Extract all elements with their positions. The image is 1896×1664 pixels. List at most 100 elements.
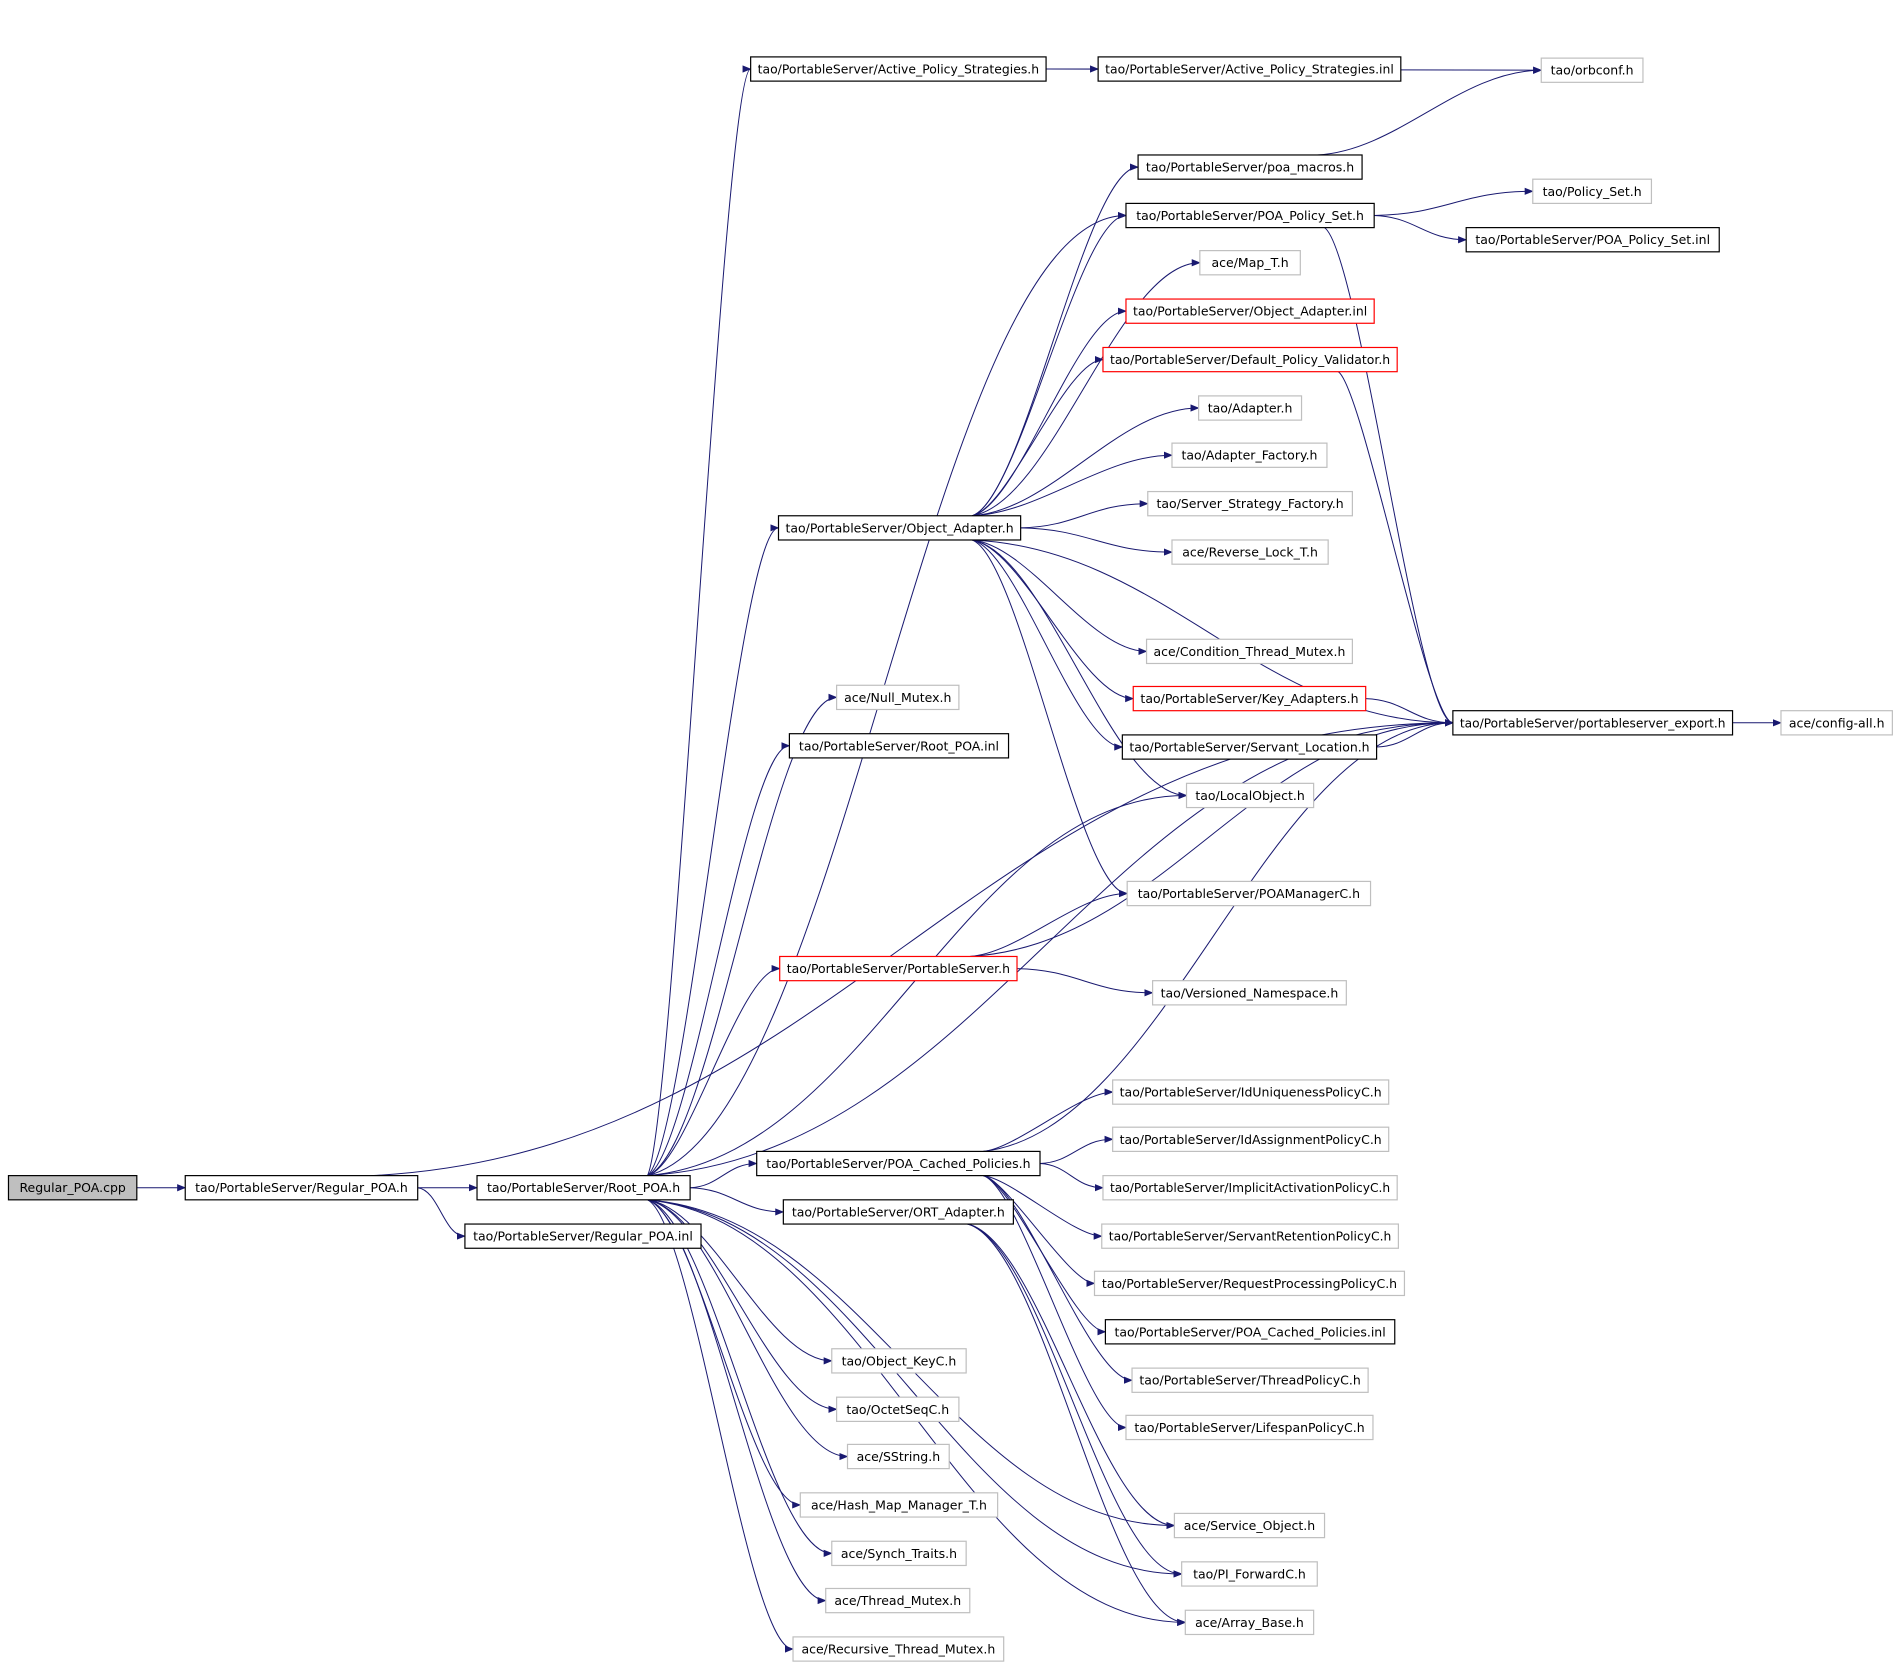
node-poa-cached-policies-h[interactable]: tao/PortableServer/POA_Cached_Policies.h xyxy=(756,1150,1041,1177)
node-box[interactable] xyxy=(464,1223,702,1249)
node-box[interactable] xyxy=(1780,710,1893,736)
node-adapter-factory-h[interactable]: tao/Adapter_Factory.h xyxy=(1171,442,1328,468)
node-box[interactable] xyxy=(1097,56,1402,82)
node-box[interactable] xyxy=(777,515,1022,541)
node-box[interactable] xyxy=(836,684,960,711)
node-box[interactable] xyxy=(1185,782,1315,809)
node-recursive-thread-mutex-h[interactable]: ace/Recursive_Thread_Mutex.h xyxy=(792,1636,1005,1662)
node-servantretentionpolicyc-h[interactable]: tao/PortableServer/ServantRetentionPolic… xyxy=(1101,1223,1399,1249)
node-poa-macros-h[interactable]: tao/PortableServer/poa_macros.h xyxy=(1137,154,1363,180)
node-box[interactable] xyxy=(1132,685,1367,712)
node-box[interactable] xyxy=(1104,1319,1396,1345)
node-service-object-h[interactable]: ace/Service_Object.h xyxy=(1173,1512,1326,1539)
node-policy-set-h[interactable]: tao/Policy_Set.h xyxy=(1532,178,1653,205)
node-iduniquenesspolicyc-h[interactable]: tao/PortableServer/IdUniquenessPolicyC.h xyxy=(1112,1079,1390,1105)
node-box[interactable] xyxy=(1101,1223,1399,1249)
node-root-poa-h[interactable]: tao/PortableServer/Root_POA.h xyxy=(476,1175,691,1201)
node-object-keyc-h[interactable]: tao/Object_KeyC.h xyxy=(831,1348,967,1374)
node-array-base-h[interactable]: ace/Array_Base.h xyxy=(1184,1609,1315,1636)
node-active-policy-strategies-inl[interactable]: tao/PortableServer/Active_Policy_Strateg… xyxy=(1097,56,1402,82)
node-poa-cached-policies-inl[interactable]: tao/PortableServer/POA_Cached_Policies.i… xyxy=(1104,1319,1396,1345)
node-regular-poa-inl[interactable]: tao/PortableServer/Regular_POA.inl xyxy=(464,1223,702,1249)
node-adapter-h[interactable]: tao/Adapter.h xyxy=(1198,395,1303,421)
node-box[interactable] xyxy=(1131,1367,1369,1393)
node-box[interactable] xyxy=(1102,1175,1398,1201)
node-box[interactable] xyxy=(1112,1079,1390,1105)
node-server-strategy-factory-h[interactable]: tao/Server_Strategy_Factory.h xyxy=(1147,490,1353,517)
node-box[interactable] xyxy=(1540,57,1644,83)
node-box[interactable] xyxy=(1147,490,1353,517)
node-box[interactable] xyxy=(1184,1609,1315,1636)
node-hash-map-manager-t-h[interactable]: ace/Hash_Map_Manager_T.h xyxy=(799,1492,999,1518)
node-box[interactable] xyxy=(756,1150,1041,1177)
node-lifespanpolicyc-h[interactable]: tao/PortableServer/LifespanPolicyC.h xyxy=(1125,1414,1374,1441)
node-box[interactable] xyxy=(1145,638,1353,665)
node-box[interactable] xyxy=(792,1636,1005,1662)
node-box[interactable] xyxy=(846,1443,950,1470)
node-box[interactable] xyxy=(788,733,1010,759)
node-null-mutex-h[interactable]: ace/Null_Mutex.h xyxy=(836,684,960,711)
node-versioned-namespace-h[interactable]: tao/Versioned_Namespace.h xyxy=(1152,980,1347,1006)
node-requestprocessingpolicyc-h[interactable]: tao/PortableServer/RequestProcessingPoli… xyxy=(1093,1270,1406,1297)
node-box[interactable] xyxy=(1137,154,1363,180)
node-box[interactable] xyxy=(1532,178,1653,205)
node-box[interactable] xyxy=(836,1396,960,1422)
node-box[interactable] xyxy=(750,56,1047,82)
node-servant-location-h[interactable]: tao/PortableServer/Servant_Location.h xyxy=(1121,734,1378,760)
node-object-adapter-inl[interactable]: tao/PortableServer/Object_Adapter.inl xyxy=(1125,298,1375,324)
node-condition-thread-mutex-h[interactable]: ace/Condition_Thread_Mutex.h xyxy=(1145,638,1353,665)
node-box[interactable] xyxy=(831,1348,967,1374)
node-poamanagerc-h[interactable]: tao/PortableServer/POAManagerC.h xyxy=(1126,880,1372,907)
node-box[interactable] xyxy=(7,1175,138,1201)
node-box[interactable] xyxy=(1112,1126,1390,1153)
node-poa-policy-set-h[interactable]: tao/PortableServer/POA_Policy_Set.h xyxy=(1125,202,1375,229)
node-box[interactable] xyxy=(799,1492,999,1518)
node-octetseqc-h[interactable]: tao/OctetSeqC.h xyxy=(836,1396,960,1422)
node-orbconf-h[interactable]: tao/orbconf.h xyxy=(1540,57,1644,83)
node-box[interactable] xyxy=(184,1175,419,1201)
node-threadpolicyc-h[interactable]: tao/PortableServer/ThreadPolicyC.h xyxy=(1131,1367,1369,1393)
node-box[interactable] xyxy=(1093,1270,1406,1297)
node-sstring-h[interactable]: ace/SString.h xyxy=(846,1443,950,1470)
node-box[interactable] xyxy=(1121,734,1378,760)
node-box[interactable] xyxy=(831,1540,967,1567)
node-config-all-h[interactable]: ace/config-all.h xyxy=(1780,710,1893,736)
node-box[interactable] xyxy=(1452,710,1734,736)
node-pi-forwardc-h[interactable]: tao/PI_ForwardC.h xyxy=(1181,1561,1318,1587)
node-root-poa-inl[interactable]: tao/PortableServer/Root_POA.inl xyxy=(788,733,1010,759)
node-box[interactable] xyxy=(1171,442,1328,468)
node-box[interactable] xyxy=(825,1587,971,1614)
node-poa-policy-set-inl[interactable]: tao/PortableServer/POA_Policy_Set.inl xyxy=(1465,227,1720,253)
node-object-adapter-h[interactable]: tao/PortableServer/Object_Adapter.h xyxy=(777,515,1022,541)
node-box[interactable] xyxy=(1465,227,1720,253)
node-box[interactable] xyxy=(1199,250,1301,276)
node-reverse-lock-t-h[interactable]: ace/Reverse_Lock_T.h xyxy=(1171,539,1329,565)
node-idassignmentpolicyc-h[interactable]: tao/PortableServer/IdAssignmentPolicyC.h xyxy=(1112,1126,1390,1153)
node-box[interactable] xyxy=(779,955,1018,982)
node-box[interactable] xyxy=(1152,980,1347,1006)
node-box[interactable] xyxy=(1102,346,1398,373)
node-portableserver-h[interactable]: tao/PortableServer/PortableServer.h xyxy=(779,955,1018,982)
node-box[interactable] xyxy=(476,1175,691,1201)
node-synch-traits-h[interactable]: ace/Synch_Traits.h xyxy=(831,1540,967,1567)
node-default-policy-validator-h[interactable]: tao/PortableServer/Default_Policy_Valida… xyxy=(1102,346,1398,373)
node-box[interactable] xyxy=(1125,298,1375,324)
node-active-policy-strategies-h[interactable]: tao/PortableServer/Active_Policy_Strateg… xyxy=(750,56,1047,82)
node-box[interactable] xyxy=(782,1199,1014,1225)
node-box[interactable] xyxy=(1125,1414,1374,1441)
node-box[interactable] xyxy=(1181,1561,1318,1587)
node-implicitactivationpolicyc-h[interactable]: tao/PortableServer/ImplicitActivationPol… xyxy=(1102,1175,1398,1201)
node-box[interactable] xyxy=(1126,880,1372,907)
node-map-t-h[interactable]: ace/Map_T.h xyxy=(1199,250,1301,276)
node-portableserver-export-h[interactable]: tao/PortableServer/portableserver_export… xyxy=(1452,710,1734,736)
node-key-adapters-h[interactable]: tao/PortableServer/Key_Adapters.h xyxy=(1132,685,1367,712)
node-box[interactable] xyxy=(1125,202,1375,229)
node-box[interactable] xyxy=(1173,1512,1326,1539)
node-ort-adapter-h[interactable]: tao/PortableServer/ORT_Adapter.h xyxy=(782,1199,1014,1225)
node-thread-mutex-h[interactable]: ace/Thread_Mutex.h xyxy=(825,1587,971,1614)
node-box[interactable] xyxy=(1171,539,1329,565)
node-regular-poa-h[interactable]: tao/PortableServer/Regular_POA.h xyxy=(184,1175,419,1201)
node-regular-poa-cpp[interactable]: Regular_POA.cpp xyxy=(7,1175,138,1201)
node-localobject-h[interactable]: tao/LocalObject.h xyxy=(1185,782,1315,809)
node-box[interactable] xyxy=(1198,395,1303,421)
